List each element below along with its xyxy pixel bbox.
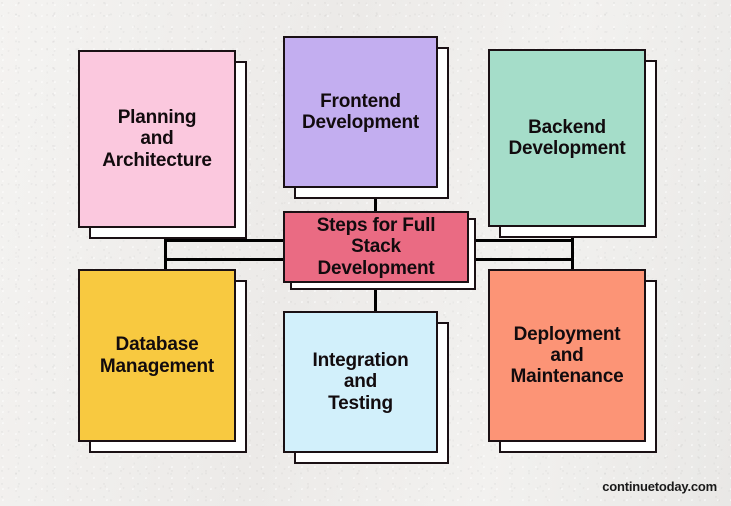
connector-right-lower <box>466 258 574 261</box>
node-integration-and-testing[interactable]: Integration and Testing <box>283 311 449 464</box>
node-label: Frontend Development <box>301 90 420 133</box>
connector-right-horizontal <box>466 239 574 242</box>
connector-right-vertical <box>571 239 574 271</box>
node-face: Frontend Development <box>283 36 438 188</box>
node-center-steps-for-full-stack-development[interactable]: Steps for Full Stack Development <box>283 211 476 290</box>
node-label: Deployment and Maintenance <box>510 323 624 388</box>
node-face: Integration and Testing <box>283 311 438 453</box>
connector-bottom-vertical <box>374 280 377 314</box>
node-label: Integration and Testing <box>312 350 409 414</box>
node-label: Backend Development <box>508 116 626 159</box>
node-label: Planning and Architecture <box>102 107 212 171</box>
node-label: Database Management <box>99 334 215 377</box>
node-face: Backend Development <box>488 49 646 227</box>
watermark-text: continuetoday.com <box>602 479 717 494</box>
connector-top-vertical <box>374 186 377 216</box>
connector-left-lower <box>164 258 286 261</box>
connector-left-horizontal <box>164 239 286 242</box>
node-frontend-development[interactable]: Frontend Development <box>283 36 449 199</box>
node-planning-and-architecture[interactable]: Planning and Architecture <box>78 50 247 239</box>
node-backend-development[interactable]: Backend Development <box>488 49 657 238</box>
node-face: Database Management <box>78 269 236 442</box>
node-face: Deployment and Maintenance <box>488 269 646 442</box>
node-database-management[interactable]: Database Management <box>78 269 247 453</box>
node-deployment-and-maintenance[interactable]: Deployment and Maintenance <box>488 269 657 453</box>
connector-left-vertical <box>164 239 167 271</box>
node-face: Steps for Full Stack Development <box>283 211 469 283</box>
center-title: Steps for Full Stack Development <box>316 215 436 279</box>
node-face: Planning and Architecture <box>78 50 236 228</box>
